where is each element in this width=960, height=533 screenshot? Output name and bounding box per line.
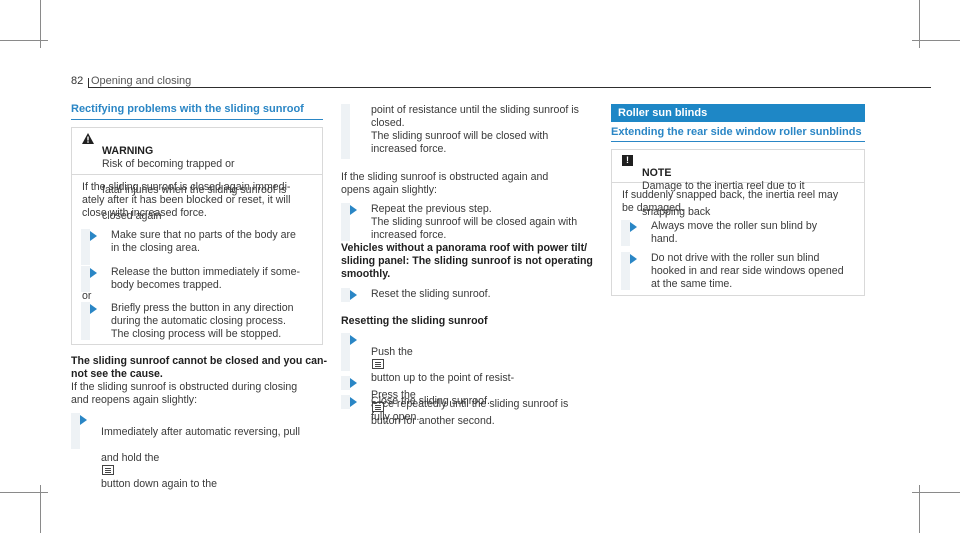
step-arrow-icon <box>350 290 357 300</box>
step-arrow-icon <box>90 304 97 314</box>
crop-mark <box>919 485 920 533</box>
note-text: NOTE Damage to the inertia reel due to i… <box>642 167 805 218</box>
list-item: Close the sliding sunroof. <box>341 395 601 409</box>
list-item: Briefly press the button in any directio… <box>81 302 311 340</box>
list-item: Press the button for another second. <box>341 376 601 427</box>
crop-mark <box>40 485 41 533</box>
step-arrow-icon <box>80 415 87 425</box>
warning-text: WARNING Risk of becoming trapped or fata… <box>102 145 287 222</box>
subheading-resetting: Resetting the sliding sunroof <box>341 315 488 327</box>
list-item-continued: point of resistance until the sliding su… <box>341 104 601 159</box>
crop-mark <box>0 492 48 493</box>
crop-mark <box>912 492 960 493</box>
warning-box: WARNING Risk of becoming trapped or fata… <box>71 127 323 345</box>
section-rule <box>71 119 323 120</box>
step-arrow-icon <box>90 231 97 241</box>
section-title-sunblinds: Extending the rear side window roller su… <box>611 126 862 138</box>
section-rule <box>611 141 865 142</box>
note-head: ! NOTE Damage to the inertia reel due to… <box>612 150 864 218</box>
step-arrow-icon <box>630 222 637 232</box>
or-label: or <box>82 290 92 302</box>
list-item: Reset the sliding sunroof. <box>341 288 601 302</box>
crop-mark <box>0 40 48 41</box>
section-title-sunroof: Rectifying problems with the sliding sun… <box>71 103 304 115</box>
list-item: Always move the roller sun blind by hand… <box>621 220 853 246</box>
step-arrow-icon <box>350 378 357 388</box>
crop-mark <box>40 0 41 48</box>
note-label: NOTE <box>642 167 672 179</box>
subheading-not-smooth: Vehicles without a panorama roof with po… <box>341 242 593 280</box>
warning-icon <box>82 133 94 144</box>
step-arrow-icon <box>350 335 357 345</box>
sunroof-button-icon <box>372 402 384 412</box>
crop-mark <box>919 0 920 48</box>
crop-mark <box>912 40 960 41</box>
sunroof-button-icon <box>372 359 384 369</box>
note-body: If suddenly snapped back, the inertia re… <box>622 189 839 214</box>
header-rule <box>88 87 931 88</box>
header-divider <box>88 78 89 88</box>
sunroof-button-icon <box>102 465 114 475</box>
section-banner: Roller sun blinds <box>611 104 865 122</box>
subheading-cannot-close: The sliding sunroof cannot be closed and… <box>71 355 328 380</box>
step-arrow-icon <box>350 205 357 215</box>
paragraph: If the sliding sunroof is obstructed aga… <box>341 171 549 196</box>
warning-label: WARNING <box>102 145 154 157</box>
step-arrow-icon <box>90 268 97 278</box>
banner-title: Roller sun blinds <box>618 107 708 119</box>
step-arrow-icon <box>350 397 357 407</box>
warning-body: If the sliding sunroof is closed again i… <box>82 181 291 219</box>
list-item: Repeat the previous step. The sliding su… <box>341 203 601 241</box>
list-item: Release the button immediately if some‑ … <box>81 266 311 292</box>
step-arrow-icon <box>630 254 637 264</box>
page-header: 82 Opening and closing <box>71 73 931 89</box>
list-item: Make sure that no parts of the body are … <box>81 229 311 265</box>
note-icon: ! <box>622 155 633 166</box>
list-item: Immediately after automatic reversing, p… <box>71 413 323 490</box>
note-box: ! NOTE Damage to the inertia reel due to… <box>611 149 865 296</box>
paragraph: If the sliding sunroof is obstructed dur… <box>71 381 298 406</box>
list-item: Do not drive with the roller sun blind h… <box>621 252 853 290</box>
page-title: Opening and closing <box>91 75 192 87</box>
warning-head: WARNING Risk of becoming trapped or fata… <box>72 128 322 222</box>
page-number: 82 <box>71 75 84 87</box>
list-item: Push the button up to the point of resis… <box>341 333 601 423</box>
